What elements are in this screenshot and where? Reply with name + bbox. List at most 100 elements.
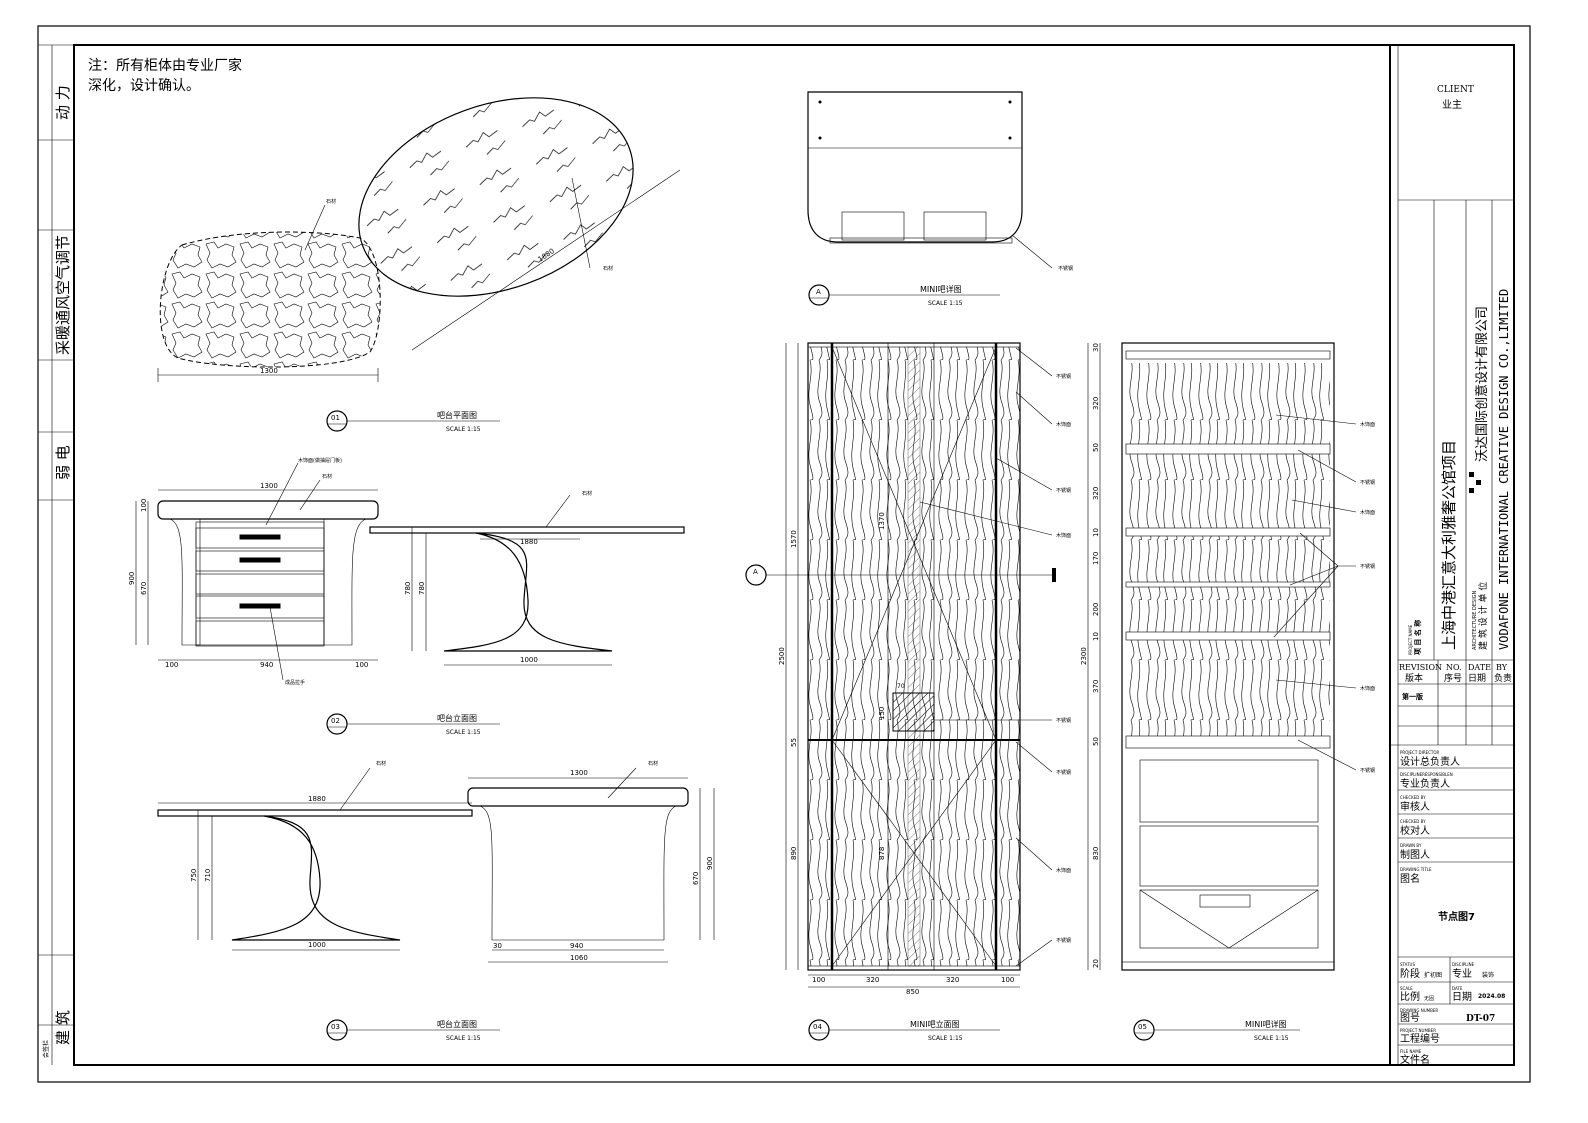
dim-10-05b: 10 xyxy=(1092,632,1100,641)
section-a-marker: A xyxy=(753,568,758,576)
leader-04-wood3: 木饰面 xyxy=(1056,867,1071,874)
plan-base-outline xyxy=(159,231,381,368)
label-02-title: 吧台立面图 xyxy=(437,713,477,723)
bar-plan-view: 1300 1880 石材 石材 xyxy=(157,97,681,382)
leader-05-steel2: 不锈钢 xyxy=(1360,563,1375,570)
title-block: CLIENT 业主 PROJECT NAME 项 目 名 称 上海中港汇意大利雅… xyxy=(1389,45,1514,1066)
tb-date2-val: 2024.08 xyxy=(1478,993,1505,1000)
dim-100-04a: 100 xyxy=(812,976,825,984)
dim-1300-plan: 1300 xyxy=(260,367,278,375)
dim-200-05: 200 xyxy=(1092,603,1100,616)
tb-status-val: 扩初图 xyxy=(1424,971,1442,979)
inner-border xyxy=(73,44,1515,1066)
dim-50-05b: 50 xyxy=(1092,737,1100,746)
dim-940-03: 940 xyxy=(570,942,583,950)
dim-2500-04: 2500 xyxy=(778,647,786,665)
leader-05-steel3: 不锈钢 xyxy=(1360,767,1375,774)
tb-disc-en: DISCIPLINE xyxy=(1452,962,1475,967)
label-a-scale: SCALE 1:15 xyxy=(928,300,963,307)
note-line1: 注：所有柜体由专业厂家 xyxy=(88,57,242,74)
dim-750-03: 750 xyxy=(190,869,198,882)
label-02-scale: SCALE 1:15 xyxy=(446,729,481,736)
left-discipline-strip: 动 力 采暖通风空气调节 弱 电 建 筑 会签栏 xyxy=(38,44,74,1065)
dim-900-03: 900 xyxy=(706,857,714,870)
label-01-title: 吧台平面图 xyxy=(437,410,477,420)
outer-border xyxy=(37,25,1531,1083)
dim-320-05a: 320 xyxy=(1092,397,1100,410)
tb-project-label-cn: 项 目 名 称 xyxy=(1413,620,1422,655)
label-05-number: 05 xyxy=(1138,1023,1147,1031)
leader-stone-02: 石材 xyxy=(322,473,332,480)
dim-320-04b: 320 xyxy=(946,976,959,984)
tb-checked-cn: 审核人 xyxy=(1400,800,1430,813)
dim-1000-03: 1000 xyxy=(308,941,326,949)
leader-stone-02-side: 石材 xyxy=(582,490,592,497)
note-line2: 深化，设计确认。 xyxy=(88,78,200,94)
leader-04-steel4: 不锈钢 xyxy=(1056,769,1071,776)
label-05-scale: SCALE 1:15 xyxy=(1254,1035,1289,1042)
leader-04-steel3: 不锈钢 xyxy=(1056,717,1071,724)
dim-780-02a: 780 xyxy=(404,582,412,595)
mini-bar-detail-05: 2300 30 320 50 320 10 170 200 10 370 50 … xyxy=(1080,342,1375,971)
dim-370-05: 370 xyxy=(1092,680,1100,693)
leader-04-steel2: 不锈钢 xyxy=(1056,487,1071,494)
leader-stone-03-front: 石材 xyxy=(648,760,658,767)
tb-projno-en: PROJECT NUMBER xyxy=(1400,1028,1436,1033)
leader-wood-drawer: 木饰面(做抽屉门板) xyxy=(298,457,342,464)
leader-05-wood1: 木饰面 xyxy=(1360,421,1375,428)
dim-100-02b: 100 xyxy=(165,661,178,669)
dim-30-05: 30 xyxy=(1092,343,1100,352)
tb-revision-cn: 版本 xyxy=(1405,672,1423,684)
leader-steel-a: 不锈钢 xyxy=(1058,265,1073,272)
dim-1000-02: 1000 xyxy=(520,656,538,664)
tb-no-cn: 序号 xyxy=(1444,672,1462,684)
tb-discipline-cn: 专业负责人 xyxy=(1400,777,1450,790)
tb-director-en: PROJECT DIRECTOR xyxy=(1400,750,1440,755)
tb-project-name: 上海中港汇意大利雅奢公馆项目 xyxy=(1440,440,1458,650)
leader-05-steel1: 不锈钢 xyxy=(1360,479,1375,486)
label-05-title: MINI吧详图 xyxy=(1245,1019,1287,1029)
strip-dongli: 动 力 xyxy=(54,85,72,120)
bar-elevation-02-side: 1880 1000 780 780 石材 xyxy=(369,490,685,666)
dim-1370-04: 1370 xyxy=(878,512,886,530)
dim-30-03: 30 xyxy=(493,942,502,950)
tb-client-cn: 业主 xyxy=(1442,99,1462,111)
drawing-label-05: 05 MINI吧详图 SCALE 1:15 xyxy=(1133,1019,1300,1042)
label-04-scale: SCALE 1:15 xyxy=(928,1035,963,1042)
label-a-number: A xyxy=(816,288,821,296)
tb-by-en: BY xyxy=(1496,663,1508,672)
tb-dwgno-val: DT-07 xyxy=(1466,1014,1495,1024)
tb-date2-cn: 日期 xyxy=(1452,991,1472,1003)
dim-710-03: 710 xyxy=(204,869,212,882)
label-02-number: 02 xyxy=(331,717,340,725)
tb-by-cn: 负责 xyxy=(1494,672,1512,684)
leader-05-wood2: 木饰面 xyxy=(1360,509,1375,516)
bar-elevation-03-side: 1880 1000 750 710 石材 xyxy=(157,760,473,951)
dim-1300-03: 1300 xyxy=(570,769,588,777)
tb-title-en: DRAWING TITLE xyxy=(1400,867,1432,872)
tb-first-rev: 第一版 xyxy=(1402,692,1423,701)
tb-no-en: NO. xyxy=(1446,663,1462,672)
dim-100-04b: 100 xyxy=(1001,976,1014,984)
tb-company-cn: 沃达国际创意设计有限公司 xyxy=(1474,306,1490,462)
tb-title-cn: 图名 xyxy=(1400,872,1420,885)
tb-projno-cn: 工程编号 xyxy=(1400,1032,1440,1045)
leader-stone-plan2: 石材 xyxy=(603,265,613,272)
tb-disc-cn: 专业 xyxy=(1452,967,1472,980)
tb-date-cn: 日期 xyxy=(1468,673,1486,684)
dim-878-04: 878 xyxy=(878,847,886,860)
dim-100-02a: 100 xyxy=(140,499,148,512)
label-01-scale: SCALE 1:15 xyxy=(446,426,481,433)
dim-20-05: 20 xyxy=(1092,959,1100,968)
leader-stone-plan1: 石材 xyxy=(326,198,336,205)
tb-file-en: FILE NAME xyxy=(1400,1049,1422,1054)
label-a-title: MINI吧详图 xyxy=(920,284,962,294)
dim-670-02: 670 xyxy=(140,582,148,595)
dim-1570-04: 1570 xyxy=(790,530,798,548)
drawing-label-03: 03 吧台立面图 SCALE 1:15 xyxy=(326,1019,500,1042)
tb-arch-label-en: ARCHITECTURE DESIGN xyxy=(1472,590,1478,650)
dim-940-02: 940 xyxy=(260,661,273,669)
tb-discipline-en: DISCIPLINERESPONSIBLEN xyxy=(1400,772,1453,777)
tb-drawn-cn: 制图人 xyxy=(1400,848,1430,861)
